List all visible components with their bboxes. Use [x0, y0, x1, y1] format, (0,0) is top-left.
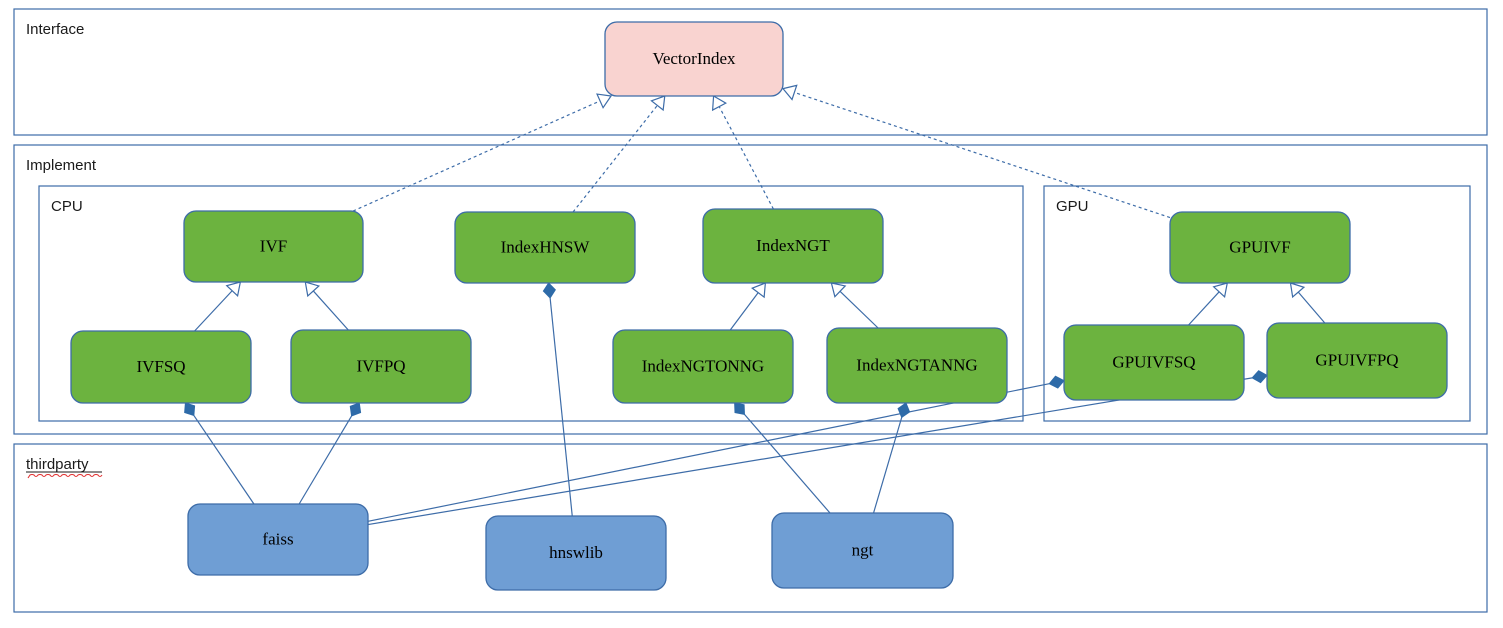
realization-arrowhead [596, 93, 613, 109]
composition-diamond [1251, 370, 1268, 384]
node-box[interactable] [604, 21, 784, 97]
edge-line [1297, 291, 1326, 324]
node-label: IVF [260, 236, 287, 255]
group-label-cpu: CPU [51, 198, 83, 215]
node-ivfsq[interactable]: IVFSQ [70, 330, 252, 404]
edge-line [298, 415, 353, 505]
node-box[interactable] [290, 329, 472, 404]
node-label: IndexNGT [756, 236, 830, 255]
node-ngt[interactable]: ngt [771, 512, 954, 589]
edge-line [729, 292, 759, 331]
node-gpuivf[interactable]: GPUIVF [1169, 211, 1351, 284]
node-box[interactable] [1063, 324, 1245, 401]
edge-line [194, 290, 233, 332]
node-box[interactable] [485, 515, 667, 591]
node-label: GPUIVFSQ [1112, 352, 1195, 371]
edge-ngt-to-indexngtonng [734, 402, 831, 514]
node-label: GPUIVF [1229, 237, 1290, 256]
node-box[interactable] [771, 512, 954, 589]
edge-indexngt-to-vectorindex [711, 94, 774, 210]
group-label-gpu: GPU [1056, 198, 1089, 215]
node-indexngtonng[interactable]: IndexNGTONNG [612, 329, 794, 404]
node-box[interactable] [1266, 322, 1448, 399]
node-box[interactable] [187, 503, 369, 576]
node-box[interactable] [70, 330, 252, 404]
node-label: hnswlib [549, 543, 603, 562]
generalization-arrowhead [225, 281, 242, 298]
generalization-arrowhead [1212, 282, 1229, 299]
spellcheck-underline [27, 473, 103, 479]
generalization-arrowhead [830, 282, 847, 298]
generalization-arrowhead [1289, 282, 1306, 299]
node-label: IndexNGTONNG [642, 356, 764, 375]
composition-diamond [897, 402, 911, 419]
edge-faiss-to-ivfpq [298, 402, 362, 505]
group-label-thirdparty: thirdparty [26, 456, 89, 473]
node-hnswlib[interactable]: hnswlib [485, 515, 667, 591]
edge-line [839, 290, 879, 329]
edge-line [312, 290, 349, 331]
node-gpuivfsq[interactable]: GPUIVFSQ [1063, 324, 1245, 401]
node-indexngtanng[interactable]: IndexNGTANNG [826, 327, 1008, 404]
node-label: ngt [852, 540, 874, 559]
edge-line [1188, 291, 1220, 326]
edge-ivfpq-to-ivf [304, 281, 349, 331]
node-indexhnsw[interactable]: IndexHNSW [454, 211, 636, 284]
edge-line [572, 105, 658, 213]
node-label: IVFSQ [136, 357, 185, 376]
node-label: GPUIVFPQ [1315, 350, 1398, 369]
node-box[interactable] [702, 208, 884, 284]
node-vectorindex[interactable]: VectorIndex [604, 21, 784, 97]
node-label: faiss [262, 529, 293, 548]
node-box[interactable] [454, 211, 636, 284]
edge-line [367, 383, 1050, 522]
edge-indexngtonng-to-indexngt [729, 282, 767, 331]
edge-gpuivfpq-to-gpuivf [1289, 282, 1326, 324]
node-label: VectorIndex [652, 49, 736, 68]
node-indexngt[interactable]: IndexNGT [702, 208, 884, 284]
edge-line [367, 377, 1253, 526]
edge-line [872, 417, 903, 514]
realization-arrowhead [711, 94, 728, 112]
edge-line [718, 106, 774, 210]
node-label: IndexNGTANNG [856, 355, 977, 374]
realization-arrowhead [781, 84, 798, 101]
edge-hnswlib-to-indexhnsw [542, 282, 573, 517]
composition-diamond [542, 282, 556, 299]
edge-ivf-to-vectorindex [352, 93, 613, 212]
node-box[interactable] [612, 329, 794, 404]
edge-indexhnsw-to-vectorindex [572, 95, 666, 213]
edge-line [744, 413, 831, 514]
edge-indexngtanng-to-indexngt [830, 282, 879, 329]
edge-line [193, 415, 255, 505]
node-label: IVFPQ [356, 356, 405, 375]
node-ivf[interactable]: IVF [183, 210, 364, 283]
group-label-interface: Interface [26, 21, 84, 38]
generalization-arrowhead [304, 281, 321, 298]
generalization-arrowhead [751, 282, 767, 299]
node-box[interactable] [183, 210, 364, 283]
node-gpuivfpq[interactable]: GPUIVFPQ [1266, 322, 1448, 399]
realization-arrowhead [650, 95, 666, 112]
edge-line [549, 297, 573, 517]
edge-faiss-to-gpuivfpq [367, 370, 1268, 526]
composition-diamond [1048, 375, 1065, 389]
node-ivfpq[interactable]: IVFPQ [290, 329, 472, 404]
composition-diamond [734, 402, 745, 415]
edge-gpuivfsq-to-gpuivf [1188, 282, 1229, 326]
node-faiss[interactable]: faiss [187, 503, 369, 576]
edge-ivfsq-to-ivf [194, 281, 242, 332]
node-box[interactable] [1169, 211, 1351, 284]
composition-diamond [349, 402, 362, 417]
edge-faiss-to-ivfsq [184, 402, 255, 505]
node-label: IndexHNSW [501, 237, 591, 256]
edge-gpuivf-to-vectorindex [781, 84, 1171, 219]
edge-faiss-to-gpuivfsq [367, 375, 1065, 522]
group-label-implement: Implement [26, 157, 97, 174]
composition-diamond [184, 402, 196, 417]
node-box[interactable] [826, 327, 1008, 404]
edge-ngt-to-indexngtanng [872, 402, 911, 514]
